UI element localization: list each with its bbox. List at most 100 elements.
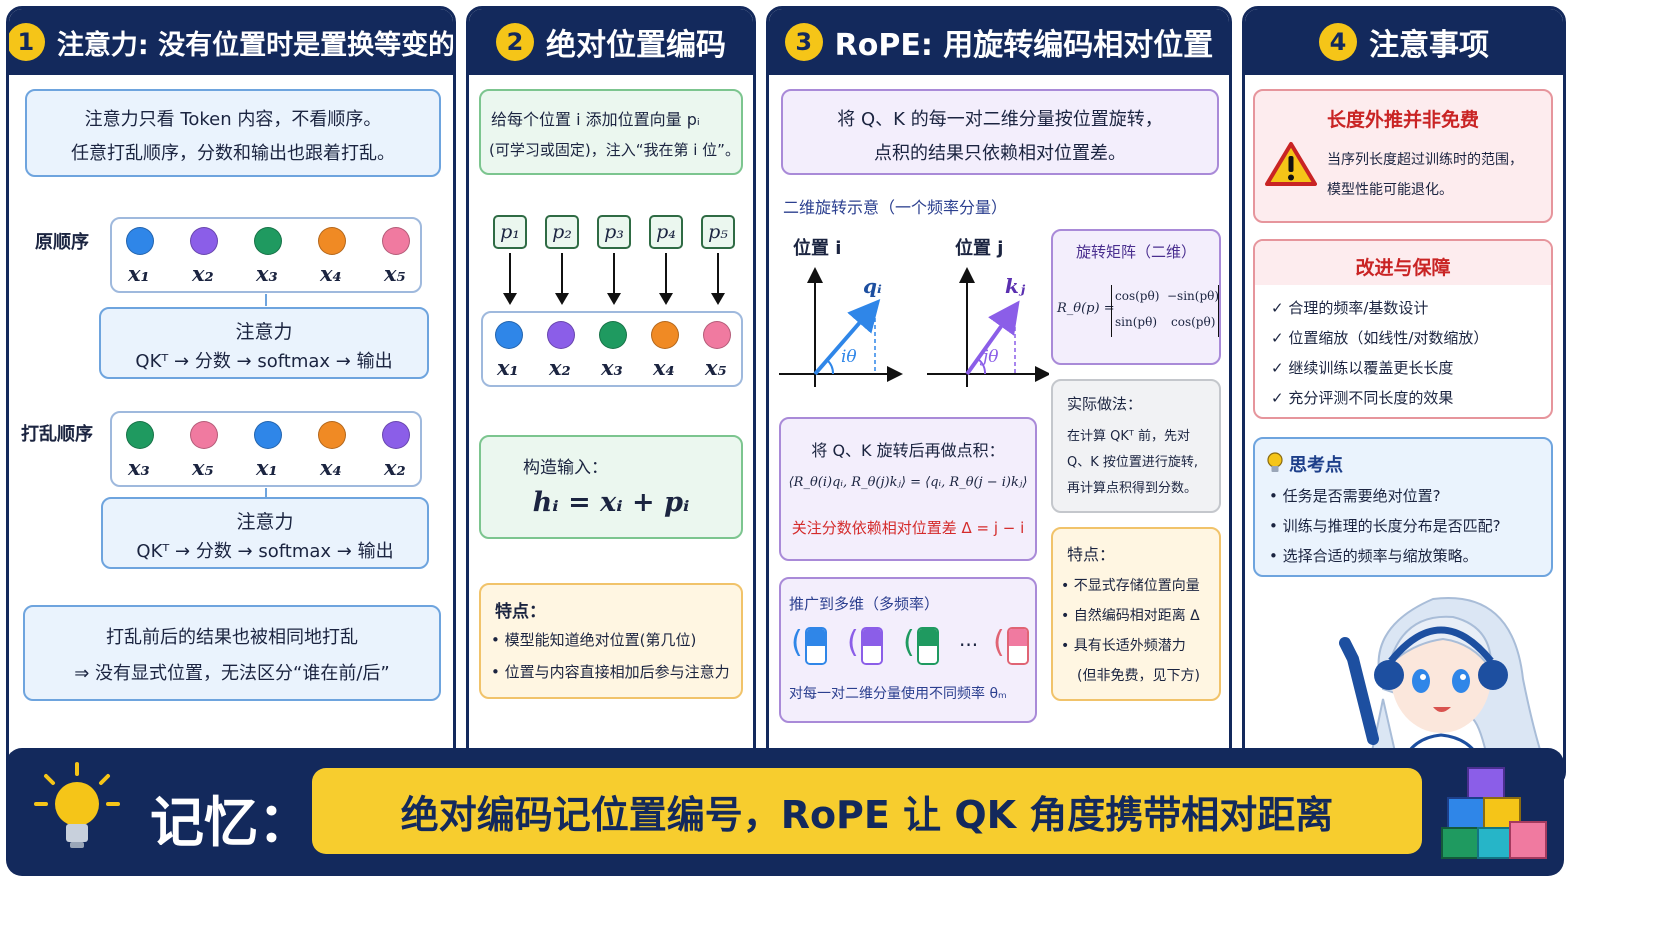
- down-arrow: [607, 253, 621, 305]
- token-label: x₁: [128, 261, 150, 286]
- rotation-caption: 二维旋转示意（一个频率分量）: [783, 198, 1008, 217]
- panel-header: 4 注意事项: [1245, 9, 1563, 75]
- panel-title: RoPE: 用旋转编码相对位置: [834, 28, 1214, 63]
- position-vector: p₃: [597, 215, 631, 249]
- panel-title: 绝对位置编码: [546, 28, 726, 63]
- attention-formula: QKᵀ → 分数 → softmax → 输出: [136, 541, 394, 562]
- panel-header: 3 RoPE: 用旋转编码相对位置: [769, 9, 1229, 75]
- token-dot: [703, 321, 731, 349]
- construct-box: 构造输入： hᵢ = xᵢ + pᵢ: [479, 435, 743, 539]
- features-box: 特点： • 模型能知道绝对位置(第几位) • 位置与内容直接相加后参与注意力: [479, 583, 743, 699]
- blocks-icon: [1441, 767, 1547, 859]
- improve-item: ✓ 位置缩放（如线性/对数缩放）: [1271, 329, 1489, 347]
- improve-item: ✓ 充分评测不同长度的效果: [1271, 389, 1454, 407]
- conclusion-line: ⇒ 没有显式位置，无法区分“谁在前/后”: [74, 663, 390, 684]
- matrix-lhs: R_θ(p) =: [1057, 301, 1115, 316]
- improve-box: 改进与保障 ✓ 合理的频率/基数设计 ✓ 位置缩放（如线性/对数缩放） ✓ 继续…: [1253, 239, 1553, 419]
- token-label: x₃: [601, 355, 623, 380]
- token-dot: [190, 421, 218, 449]
- attention-box: 注意力 QKᵀ → 分数 → softmax → 输出: [101, 497, 429, 569]
- intro-line: 任意打乱顺序，分数和输出也跟着打乱。: [71, 143, 395, 164]
- k-vector-label: kⱼ: [1005, 274, 1026, 298]
- conclusion-box: 打乱前后的结果也被相同地打乱 ⇒ 没有显式位置，无法区分“谁在前/后”: [23, 605, 441, 701]
- down-arrow: [711, 253, 725, 305]
- original-order-label: 原顺序: [35, 232, 89, 253]
- shuffled-order-label: 打乱顺序: [21, 424, 93, 445]
- intro-box: 注意力只看 Token 内容，不看顺序。 任意打乱顺序，分数和输出也跟着打乱。: [25, 89, 441, 177]
- improve-item: ✓ 合理的频率/基数设计: [1271, 299, 1429, 317]
- feature-item: (但非免费，见下方): [1077, 668, 1200, 684]
- matrix-cell: −sin(pθ): [1167, 289, 1220, 303]
- intro-box: 给每个位置 i 添加位置向量 pᵢ (可学习或固定)，注入“我在第 i 位”。: [479, 89, 743, 175]
- position-j-label: 位置 j: [955, 238, 1004, 259]
- token-dot: [495, 321, 523, 349]
- token-label: x₁: [497, 355, 519, 380]
- practice-title: 实际做法：: [1067, 395, 1143, 413]
- features-title: 特点：: [1067, 545, 1116, 564]
- token-label: x₂: [549, 355, 571, 380]
- q-vector-label: qᵢ: [863, 274, 882, 298]
- panel-title: 注意事项: [1369, 28, 1489, 63]
- matrix-cell: sin(pθ): [1115, 315, 1157, 329]
- down-arrow: [503, 253, 517, 305]
- token-dot: [318, 227, 346, 255]
- memory-text-box: 绝对编码记位置编号，RoPE 让 QK 角度携带相对距离: [312, 768, 1422, 854]
- i-theta-label: iθ: [841, 347, 857, 367]
- panel-header: 1 注意力: 没有位置时是置换等变的: [9, 9, 453, 75]
- multi-note: 对每一对二维分量使用不同频率 θₘ: [789, 686, 1007, 702]
- memory-text: 绝对编码记位置编号，RoPE 让 QK 角度携带相对距离: [400, 792, 1334, 837]
- intro-line: (可学习或固定)，注入“我在第 i 位”。: [489, 141, 740, 159]
- panel-absolute-pos: 2 绝对位置编码 给每个位置 i 添加位置向量 pᵢ (可学习或固定)，注入“我…: [466, 6, 756, 788]
- construct-formula: hᵢ = xᵢ + pᵢ: [532, 487, 690, 518]
- frequency-pair-icon: [805, 627, 827, 665]
- position-i-label: 位置 i: [793, 238, 842, 259]
- memory-bar: 记忆： 绝对编码记位置编号，RoPE 让 QK 角度携带相对距离: [6, 748, 1564, 876]
- position-vector: p₂: [545, 215, 579, 249]
- token-dot: [254, 227, 282, 255]
- intro-box: 将 Q、K 的每一对二维分量按位置旋转， 点积的结果只依赖相对位置差。: [781, 89, 1219, 175]
- warning-title: 长度外推并非免费: [1326, 109, 1479, 131]
- token-label: x₂: [384, 455, 406, 480]
- panel-header: 2 绝对位置编码: [469, 9, 753, 75]
- multi-title: 推广到多维（多频率）: [789, 595, 940, 613]
- lightbulb-icon: [1267, 452, 1283, 472]
- token-label: x₄: [320, 261, 342, 286]
- intro-line: 点积的结果只依赖相对位置差。: [874, 143, 1126, 164]
- multi-freq-box: 推广到多维（多频率） ( )( )( )···( ) 对每一对二维分量使用不同频…: [779, 577, 1037, 723]
- think-item: • 任务是否需要绝对位置?: [1269, 487, 1441, 505]
- token-dot: [126, 421, 154, 449]
- dot-formula: ⟨R_θ(i)qᵢ, R_θ(j)kⱼ⟩ = ⟨qᵢ, R_θ(j − i)kⱼ…: [788, 475, 1028, 490]
- feature-item: • 位置与内容直接相加后参与注意力: [491, 663, 730, 681]
- connector-arrow: [265, 294, 267, 306]
- feature-item: • 具有长适外频潜力: [1061, 638, 1186, 654]
- improve-item: ✓ 继续训练以覆盖更长长度: [1271, 359, 1454, 377]
- think-box: 思考点 • 任务是否需要绝对位置? • 训练与推理的长度分布是否匹配? • 选择…: [1253, 437, 1553, 577]
- dot-note: 关注分数依赖相对位置差 Δ = j − i: [791, 519, 1025, 537]
- rotation-diagram: [779, 267, 1049, 387]
- token-dot: [190, 227, 218, 255]
- position-vector: p₅: [701, 215, 735, 249]
- matrix-cell: cos(pθ): [1115, 289, 1160, 303]
- practice-line: 再计算点积得到分数。: [1067, 481, 1198, 496]
- token-dot: [382, 227, 410, 255]
- down-arrow: [555, 253, 569, 305]
- token-label: x₅: [192, 455, 214, 480]
- token-dot: [382, 421, 410, 449]
- panel-number: 4: [1319, 23, 1357, 61]
- rotation-matrix-box: 旋转矩阵（二维） R_θ(p) = cos(pθ) −sin(pθ) sin(p…: [1051, 229, 1221, 365]
- token-label: x₁: [256, 455, 278, 480]
- conclusion-line: 打乱前后的结果也被相同地打乱: [106, 627, 358, 648]
- panel-number: 2: [496, 23, 534, 61]
- ellipsis: ···: [959, 633, 979, 657]
- frequency-pair-icon: [917, 627, 939, 665]
- position-vector: p₁: [493, 215, 527, 249]
- frequency-pair-icon: [1007, 627, 1029, 665]
- matrix-cell: cos(pθ): [1171, 315, 1216, 329]
- intro-line: 给每个位置 i 添加位置向量 pᵢ: [491, 110, 700, 129]
- frequency-pair-icon: [861, 627, 883, 665]
- token-dot: [547, 321, 575, 349]
